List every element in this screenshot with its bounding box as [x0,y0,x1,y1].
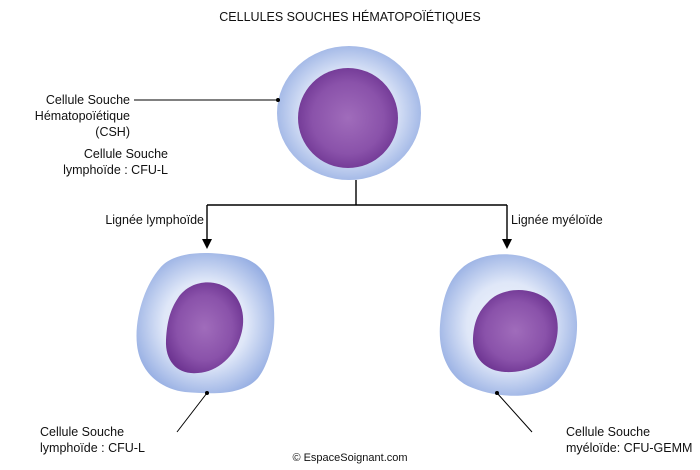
label-csh-line1: Cellule Souche [45,93,130,107]
label-cfu-gemm: Cellule Souche myéloïde: CFU-GEMM [566,424,692,456]
stem-cell-cfu-gemm [439,254,578,396]
cfu-gemm-nucleus [472,290,558,373]
label-cfu-gemm-line1: Cellule Souche [566,425,651,439]
leader-cfu-l [176,392,208,433]
label-cfu-l-line1: Cellule Souche [40,425,125,439]
leader-dot-cfu-l [205,391,209,395]
leader-dot-csh [276,98,280,102]
label-csh-line2: Hématopoïétique [34,109,130,123]
stem-cell-csh [277,46,421,180]
label-cfu-gemm-line2: myéloïde: CFU-GEMM [566,441,693,455]
label-csh: Cellule Souche Hématopoïétique (CSH) [35,92,130,140]
leader-cfu-gemm [496,392,533,433]
label-csh-sub-line1: Cellule Souche [83,147,168,161]
label-csh-sub-line2: lymphoïde : CFU-L [63,163,168,177]
leader-lines [134,99,533,433]
label-lineage-lymphoid: Lignée lymphoïde [105,213,204,227]
diagram-title: CELLULES SOUCHES HÉMATOPOÏÉTIQUES [219,10,481,24]
cfu-l-nucleus [165,282,244,374]
label-cfu-l: Cellule Souche lymphoïde : CFU-L [40,424,145,456]
csh-nucleus [298,68,398,168]
label-csh-line3: (CSH) [95,125,130,139]
leader-dot-cfu-gemm [495,391,499,395]
stem-cell-cfu-l [136,253,275,394]
lineage-branches [202,180,512,249]
label-csh-sub: Cellule Souche lymphoïde : CFU-L [63,146,168,178]
copyright-text: © EspaceSoignant.com [292,452,408,464]
label-lineage-myeloid: Lignée myéloïde [511,213,603,227]
label-cfu-l-line2: lymphoïde : CFU-L [40,441,145,455]
